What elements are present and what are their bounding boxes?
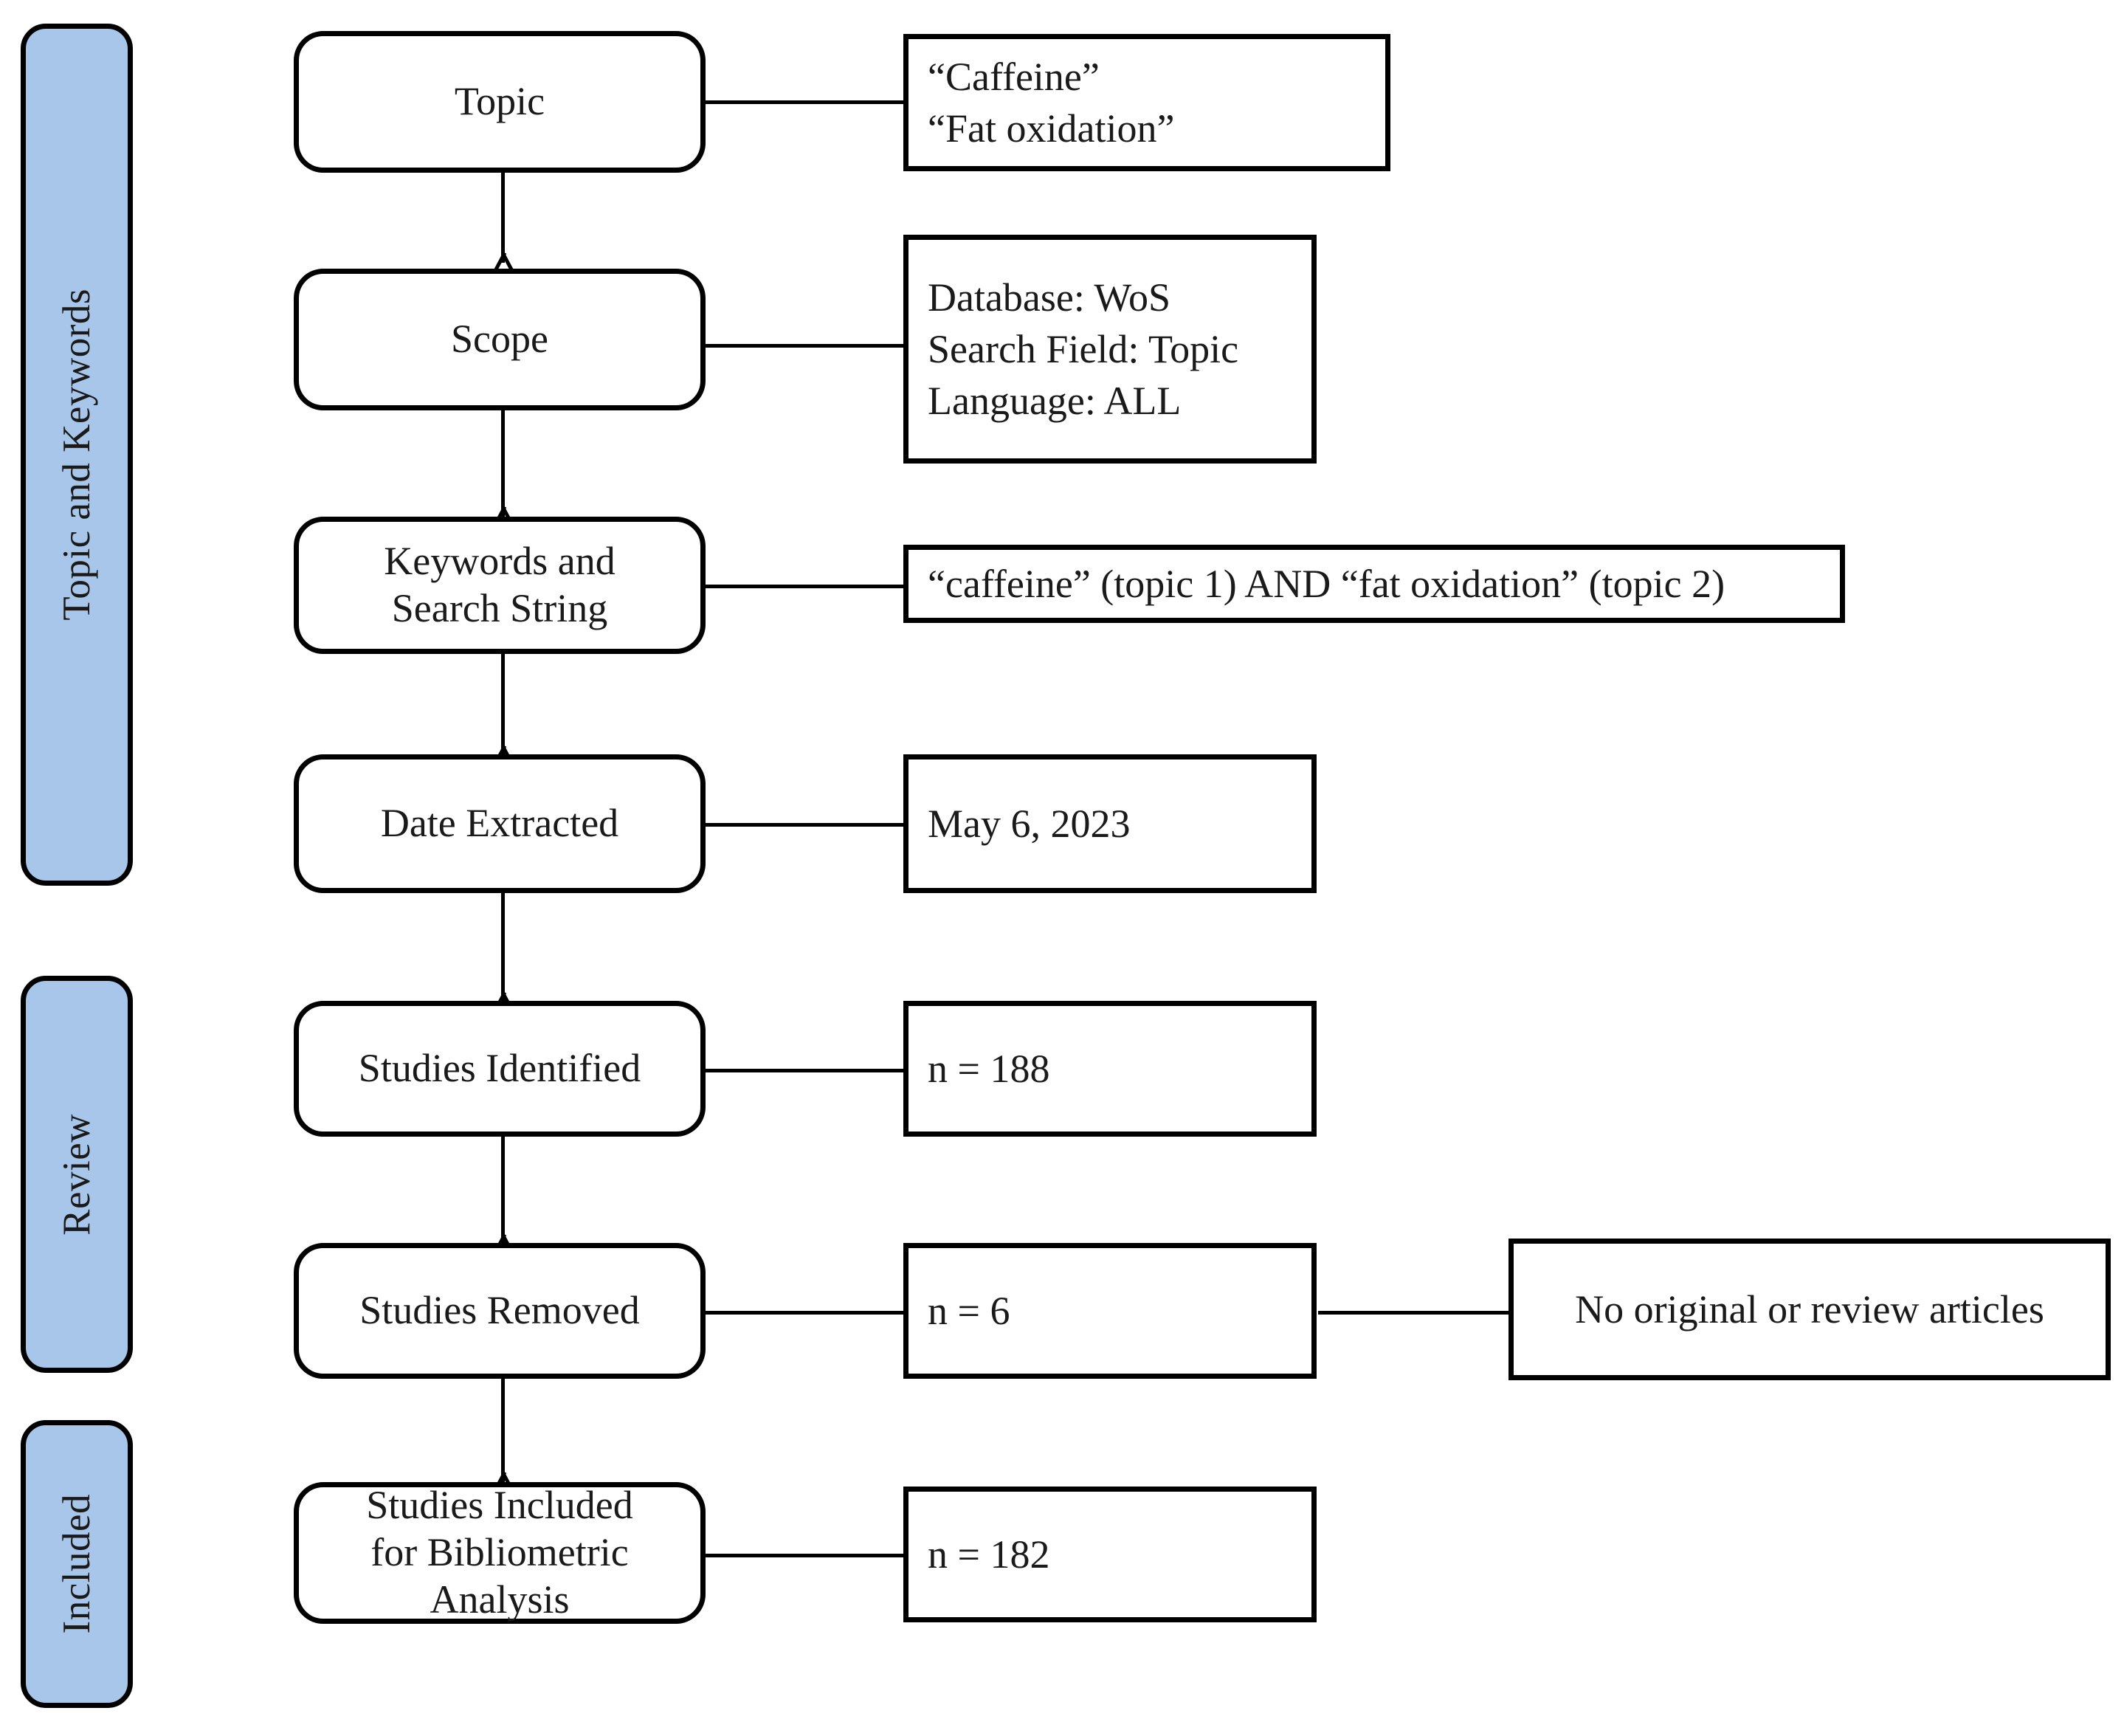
step-label-scope: Scope (451, 317, 548, 362)
detail-label-extraction-date: May 6, 2023 (928, 801, 1131, 846)
detail-box-topic-terms: “Caffeine” “Fat oxidation” (903, 34, 1390, 171)
step-box-keywords-and-search-string[interactable]: Keywords and Search String (294, 517, 706, 654)
step-box-studies-removed[interactable]: Studies Removed (294, 1243, 706, 1379)
connector-topic-to-terms (703, 100, 903, 104)
detail-box-extraction-date: May 6, 2023 (903, 754, 1317, 893)
connector-identified-to-removed (501, 1135, 505, 1244)
stage-label-included: Included (55, 1494, 98, 1634)
step-box-topic[interactable]: Topic (294, 31, 706, 173)
detail-box-included-count: n = 182 (903, 1487, 1317, 1622)
step-label-studies-identified: Studies Identified (358, 1046, 641, 1091)
connector-date-to-extraction-date (703, 823, 903, 827)
step-box-scope[interactable]: Scope (294, 269, 706, 410)
step-label-studies-removed: Studies Removed (359, 1288, 640, 1333)
detail-label-identified-count: n = 188 (928, 1046, 1050, 1091)
connector-count-to-reason (1318, 1311, 1508, 1315)
reason-label-removal-reason: No original or review articles (1575, 1286, 2044, 1332)
stage-bar-topic-and-keywords: Topic and Keywords (21, 24, 133, 886)
detail-box-removed-count: n = 6 (903, 1243, 1317, 1379)
stage-bar-included: Included (21, 1420, 133, 1708)
stage-label-review: Review (55, 1113, 98, 1236)
step-label-keywords-and-search-string: Keywords and Search String (384, 539, 616, 630)
detail-label-search-string: “caffeine” (topic 1) AND “fat oxidation”… (928, 561, 1725, 606)
connector-keywords-to-string (703, 585, 903, 588)
connector-removed-to-count (703, 1311, 903, 1315)
connector-identified-to-count (703, 1069, 903, 1072)
connector-date-to-identified (501, 892, 505, 1002)
step-box-studies-included[interactable]: Studies Included for Bibliometric Analys… (294, 1482, 706, 1624)
connector-keywords-to-date (501, 652, 505, 756)
connector-removed-to-included (501, 1377, 505, 1482)
stage-bar-review: Review (21, 976, 133, 1373)
reason-box-removal-reason: No original or review articles (1508, 1239, 2111, 1380)
step-box-date-extracted[interactable]: Date Extracted (294, 754, 706, 893)
step-box-studies-identified[interactable]: Studies Identified (294, 1001, 706, 1137)
step-label-topic: Topic (454, 79, 545, 124)
detail-label-topic-terms: “Caffeine” “Fat oxidation” (928, 54, 1175, 151)
connector-topic-to-scope (501, 171, 505, 263)
detail-label-removed-count: n = 6 (928, 1288, 1010, 1333)
detail-box-search-string: “caffeine” (topic 1) AND “fat oxidation”… (903, 545, 1845, 623)
detail-box-scope-settings: Database: WoS Search Field: Topic Langua… (903, 235, 1317, 464)
stage-label-topic-and-keywords: Topic and Keywords (55, 289, 98, 621)
connector-scope-to-settings (703, 344, 903, 348)
detail-label-scope-settings: Database: WoS Search Field: Topic Langua… (928, 275, 1239, 424)
step-label-studies-included: Studies Included for Bibliometric Analys… (366, 1483, 633, 1622)
connector-included-to-count (703, 1554, 903, 1557)
detail-label-included-count: n = 182 (928, 1532, 1050, 1577)
connector-scope-to-keywords (501, 409, 505, 517)
step-label-date-extracted: Date Extracted (380, 801, 619, 846)
detail-box-identified-count: n = 188 (903, 1001, 1317, 1137)
